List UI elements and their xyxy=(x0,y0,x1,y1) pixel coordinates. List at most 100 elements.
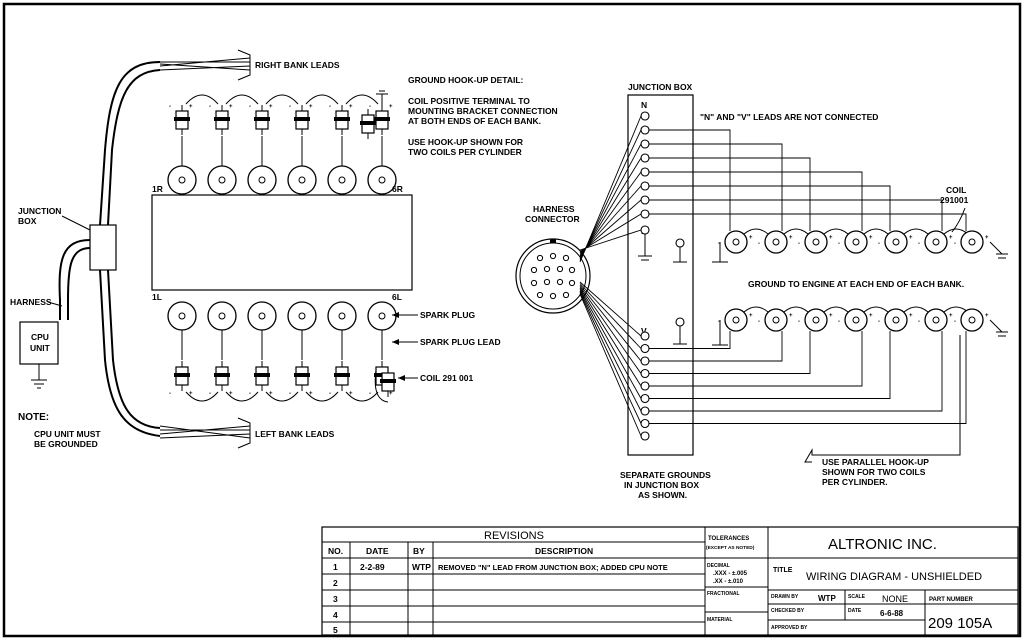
separate-grounds-1: SEPARATE GROUNDS xyxy=(620,470,711,480)
bottom-end-ground-lead xyxy=(989,319,1003,333)
left-link-1 xyxy=(185,391,219,402)
left-spark-plug-2 xyxy=(207,301,237,331)
decimal-xxx: .XXX - ±.005 xyxy=(713,571,748,577)
right-bank-lead-fan xyxy=(159,57,251,71)
left-bank: -+-+-+-+-+-+ xyxy=(167,301,397,403)
bottom-link-3 xyxy=(823,306,849,313)
spark-plug-label: SPARK PLUG xyxy=(420,310,475,320)
scale-value: NONE xyxy=(882,594,908,604)
engine-block xyxy=(151,194,413,291)
left-coil-minus-3: - xyxy=(249,391,251,397)
cyl-6l-label: 6L xyxy=(392,292,402,302)
junction-pin-2 xyxy=(640,125,650,135)
top-coil-center-6 xyxy=(932,238,940,246)
left-coil-minus-1: - xyxy=(169,391,171,397)
connector-pin-1 xyxy=(536,254,544,262)
left-coil-plus-6: + xyxy=(389,391,393,397)
top-link-2 xyxy=(783,228,809,235)
junction-pin-4 xyxy=(640,153,650,163)
top-link-3 xyxy=(823,228,849,235)
right-coil-plus-1: + xyxy=(189,104,193,110)
bottom-coil-3 xyxy=(804,308,828,332)
bottom-wire-3 xyxy=(649,331,811,374)
junction-pin-7 xyxy=(640,195,650,205)
right-spark-plug-4 xyxy=(287,165,317,195)
top-coil-center-4 xyxy=(852,238,860,246)
company-name: ALTRONIC INC. xyxy=(828,536,937,553)
right-link-5 xyxy=(345,94,379,105)
decimal-label: DECIMAL xyxy=(707,563,730,569)
top-coil-5 xyxy=(884,230,908,254)
top-coil-1 xyxy=(724,230,748,254)
rev-header-by: BY xyxy=(413,546,425,556)
ground-terminal-bottom xyxy=(675,317,685,327)
right-spark-plug-3 xyxy=(247,165,277,195)
bottom-coil-center-4 xyxy=(852,316,860,324)
right-spark-plug-4-center xyxy=(298,176,306,184)
top-wire-4 xyxy=(649,171,863,231)
rev-header-description: DESCRIPTION xyxy=(535,546,593,556)
fan-wire-upper-2 xyxy=(579,129,642,261)
top-wire-2 xyxy=(649,143,783,231)
coil-right-label-1: COIL xyxy=(946,185,966,195)
top-minus-4: - xyxy=(838,241,840,247)
coil-291001-lower-label: COIL 291 001 xyxy=(420,373,474,383)
junction-pin-5 xyxy=(640,167,650,177)
junction-pin-11 xyxy=(640,343,650,354)
top-coil-6 xyxy=(924,230,948,254)
tolerances-label: TOLERANCES xyxy=(708,536,749,542)
parallel-hookup-3: PER CYLINDER. xyxy=(822,477,888,487)
right-link-3 xyxy=(265,94,299,105)
bottom-minus-4: - xyxy=(838,319,840,325)
drawn-by-label: DRAWN BY xyxy=(771,594,799,600)
coil-chain-top: -+-+-+-+-+-+-+ xyxy=(649,129,1008,263)
cyl-6r-label: 6R xyxy=(392,184,403,194)
bottom-coil-7 xyxy=(960,308,984,332)
junction-box-right xyxy=(627,94,694,456)
connector-pin-2 xyxy=(549,252,557,260)
top-plus-4: + xyxy=(869,235,873,241)
date-value: 6-6-88 xyxy=(880,609,904,618)
connector-pin-13 xyxy=(549,292,557,300)
junction-pin-12 xyxy=(640,356,650,366)
left-link-4 xyxy=(305,391,339,402)
junction-box-label-1: JUNCTION xyxy=(18,206,61,216)
right-coil-4-band xyxy=(294,117,310,121)
top-coil-center-2 xyxy=(772,238,780,246)
pin-v-label: V xyxy=(641,326,647,336)
n-v-note: "N" AND "V" LEADS ARE NOT CONNECTED xyxy=(700,112,878,122)
top-minus-2: - xyxy=(758,241,760,247)
left-ground-loop xyxy=(374,369,389,403)
harness-lower-1 xyxy=(99,269,161,437)
ground-detail-line-3: AT BOTH ENDS OF EACH BANK. xyxy=(408,116,541,126)
connector-pin-7 xyxy=(568,266,576,274)
right-link-1 xyxy=(185,94,219,105)
left-coil-2-band xyxy=(214,373,230,377)
left-link-2 xyxy=(225,391,259,402)
right-coil-5-band xyxy=(334,117,350,121)
top-coil-center-5 xyxy=(892,238,900,246)
bottom-coil-center-1 xyxy=(732,316,740,324)
cpu-harness-1 xyxy=(58,239,91,320)
fan-wire-lower-9 xyxy=(579,293,642,437)
left-coil-minus-6: - xyxy=(369,391,371,397)
bottom-wire-6 xyxy=(649,331,943,412)
bottom-coil-5 xyxy=(884,308,908,332)
fan-wire-lower-7 xyxy=(579,290,642,412)
connector-pin-10 xyxy=(556,278,564,286)
drawing-title: WIRING DIAGRAM - UNSHIELDED xyxy=(806,571,982,583)
left-coil-extra-band xyxy=(380,379,396,383)
revisions-title: REVISIONS xyxy=(484,530,544,542)
top-minus-5: - xyxy=(878,241,880,247)
fan-wire-lower-8 xyxy=(579,292,642,424)
bottom-plus-7: + xyxy=(985,313,989,319)
rev-header-no: NO. xyxy=(328,546,343,556)
scale-label: SCALE xyxy=(848,594,866,600)
connector-pin-6 xyxy=(556,265,564,273)
right-coil-minus-3: - xyxy=(249,104,251,110)
right-spark-plug-6 xyxy=(367,165,397,195)
junction-pin-6 xyxy=(640,181,650,191)
part-number: 209 105A xyxy=(928,615,992,632)
top-link-1 xyxy=(743,228,769,235)
